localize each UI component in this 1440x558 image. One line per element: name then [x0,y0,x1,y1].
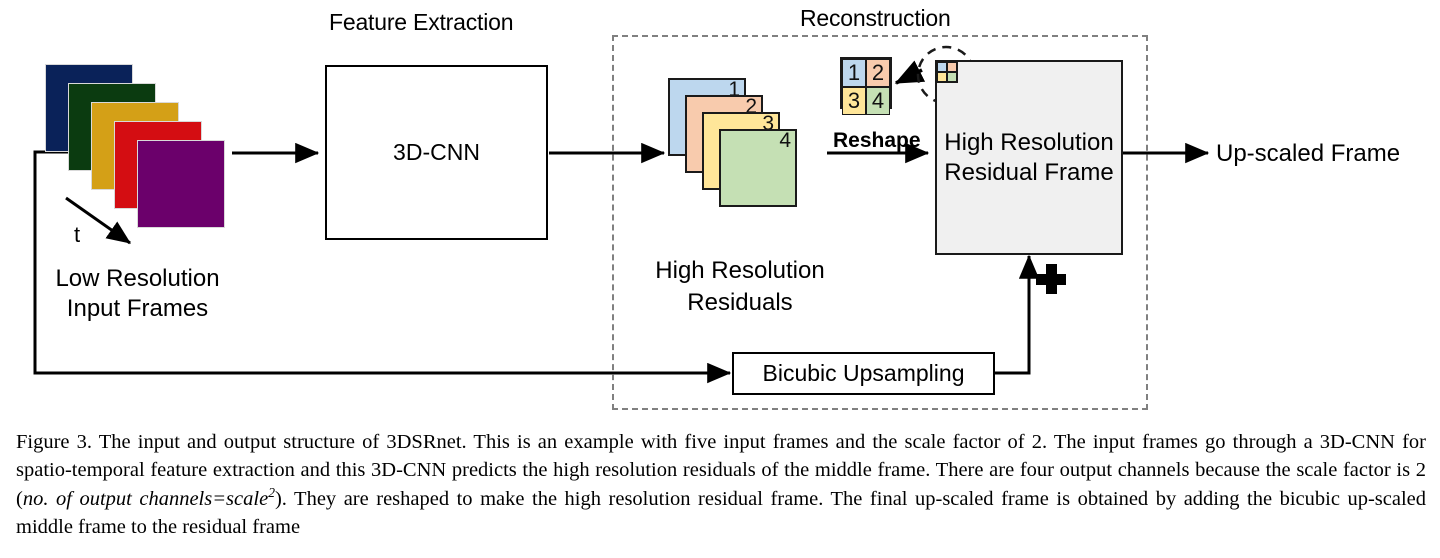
residual-frame-4-number: 4 [779,129,791,152]
corner-grid-overlay-cell-1 [937,62,947,72]
residual-frame-3-number: 3 [762,112,774,135]
time-axis-label: t [74,222,81,247]
input-frames-label-line2: Input Frames [66,295,209,322]
reshape-label: Reshape [833,129,921,152]
section-title-reconstruction: Reconstruction [800,5,951,31]
caption-superscript-1: 2 [268,485,275,501]
caption-part-1: Figure 3. The input and output structure… [16,431,1426,510]
low-resolution-input-frames-stack [40,60,240,240]
reshape-grid-cell-2: 2 [866,59,890,87]
bicubic-upsampling-label: Bicubic Upsampling [762,360,965,386]
caption-italic-1: no. of output channels=scale [22,487,269,510]
input-frames-label-line1: Low Resolution [55,265,220,292]
cnn-box-label: 3D-CNN [393,139,480,165]
high-resolution-residuals-stack: 1 2 3 4 [668,78,818,228]
reshape-pixel-grid: 1 2 3 4 [840,57,892,115]
residuals-label-line2: Residuals [687,289,793,316]
section-title-feature-extraction: Feature Extraction [329,9,514,35]
residual-frame-2-number: 2 [745,95,757,118]
input-frame-5 [137,140,225,228]
residual-frame-1-number: 1 [728,78,740,101]
addition-plus-icon [1036,264,1066,294]
caption-part-2: ). They are reshaped to make the high re… [16,487,1426,538]
figure-caption: Figure 3. The input and output structure… [16,429,1426,541]
reconstruction-region [612,35,1148,410]
corner-grid-overlay-cell-3 [937,72,947,82]
residual-frame-box-label-line2: Residual Frame [944,158,1114,186]
cnn-box[interactable]: 3D-CNN [325,65,548,240]
bicubic-upsampling-box[interactable]: Bicubic Upsampling [732,352,995,395]
residual-frame-box-label-line1: High Resolution [944,129,1114,157]
reshape-grid-cell-3: 3 [842,87,866,115]
residuals-label-line1: High Resolution [655,257,825,284]
output-label: Up-scaled Frame [1216,140,1401,167]
high-resolution-residual-frame-box[interactable]: High Resolution Residual Frame [935,60,1123,255]
reshape-grid-cell-1: 1 [842,59,866,87]
residual-frame-4: 4 [719,129,797,207]
figure-diagram: Feature Extraction Reconstruction t Low … [33,5,1401,410]
reshape-grid-cell-4: 4 [866,87,890,115]
corner-grid-overlay-cell-2 [947,62,957,72]
residual-frame-corner-pixel-grid-overlay [936,61,958,83]
corner-grid-overlay-cell-4 [947,72,957,82]
